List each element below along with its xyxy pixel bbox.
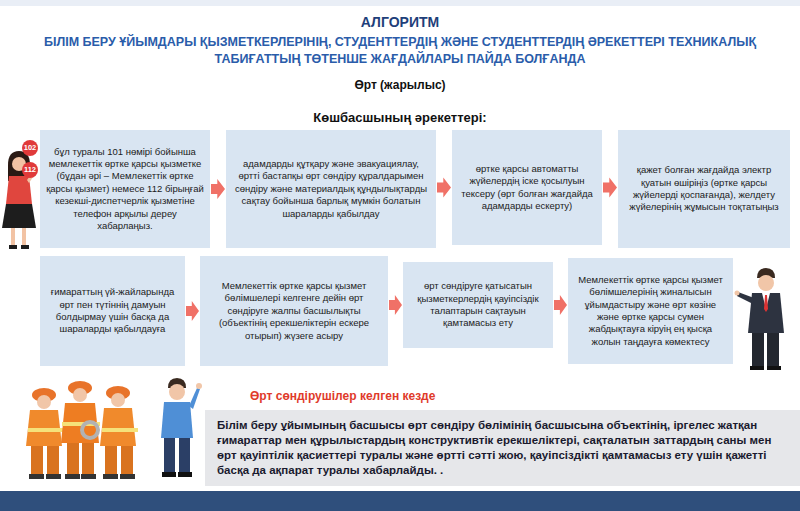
subtitle: БІЛІМ БЕРУ ҰЙЫМДАРЫ ҚЫЗМЕТКЕРЛЕРІНІҢ, СТ… [40, 34, 760, 68]
section-heading: Өрт (жарылыс) [0, 78, 800, 92]
man-figure [735, 268, 785, 370]
box-text: Білім беру ұйымының басшысы өрт сөндіру … [217, 418, 788, 478]
callout-number: 102 [18, 142, 42, 154]
bottom-band [0, 491, 800, 511]
section-heading: Көшбасшының әрекеттері: [0, 110, 800, 125]
callout-number: 112 [18, 164, 42, 176]
process-box: бұл туралы 101 нөмірі бойынша мемлекетті… [40, 130, 210, 248]
box-text: қажет болған жағдайда электр қуатын өшір… [624, 164, 784, 213]
box-text: өртке қарсы автоматты жүйелердің іске қо… [458, 163, 596, 212]
process-box: адамдарды құтқару және эвакуациялау, өрт… [226, 130, 436, 248]
flow-arrow [211, 179, 225, 199]
process-box: өрт сөндіруге қатысатын қызметкерлердің … [403, 262, 553, 348]
process-box: қажет болған жағдайда электр қуатын өшір… [618, 130, 790, 248]
flow-arrow [603, 178, 617, 198]
flow-arrow [437, 178, 451, 198]
firefighters-illustration [26, 381, 138, 479]
process-box: ғимараттың үй-жайларында өрт пен түтінні… [40, 256, 185, 366]
box-text: ғимараттың үй-жайларында өрт пен түтінні… [46, 286, 179, 335]
speaker-figure [161, 378, 202, 477]
info-band: Білім беру ұйымының басшысы өрт сөндіру … [205, 410, 800, 486]
box-text: адамдарды құтқару және эвакуациялау, өрт… [232, 158, 430, 220]
box-text: бұл туралы 101 нөмірі бойынша мемлекетті… [46, 146, 204, 232]
process-box: Мемлекеттік өртке қарсы қызмет бөлімшеле… [568, 258, 733, 364]
section-heading: Өрт сөндірушілер келген кезде [250, 389, 550, 403]
diagram-title: АЛГОРИТМ [0, 14, 800, 30]
process-box: өртке қарсы автоматты жүйелердің іске қо… [452, 130, 602, 245]
flow-arrow [186, 301, 199, 321]
top-band [0, 0, 800, 6]
box-text: Мемлекеттік өртке қарсы қызмет бөлімшеле… [206, 280, 382, 342]
flow-arrow [389, 295, 402, 315]
box-text: Мемлекеттік өртке қарсы қызмет бөлімшеле… [574, 274, 727, 348]
box-text: өрт сөндіруге қатысатын қызметкерлердің … [409, 280, 547, 329]
process-box: Мемлекеттік өртке қарсы қызмет бөлімшеле… [200, 256, 388, 366]
flow-arrow [554, 295, 567, 315]
